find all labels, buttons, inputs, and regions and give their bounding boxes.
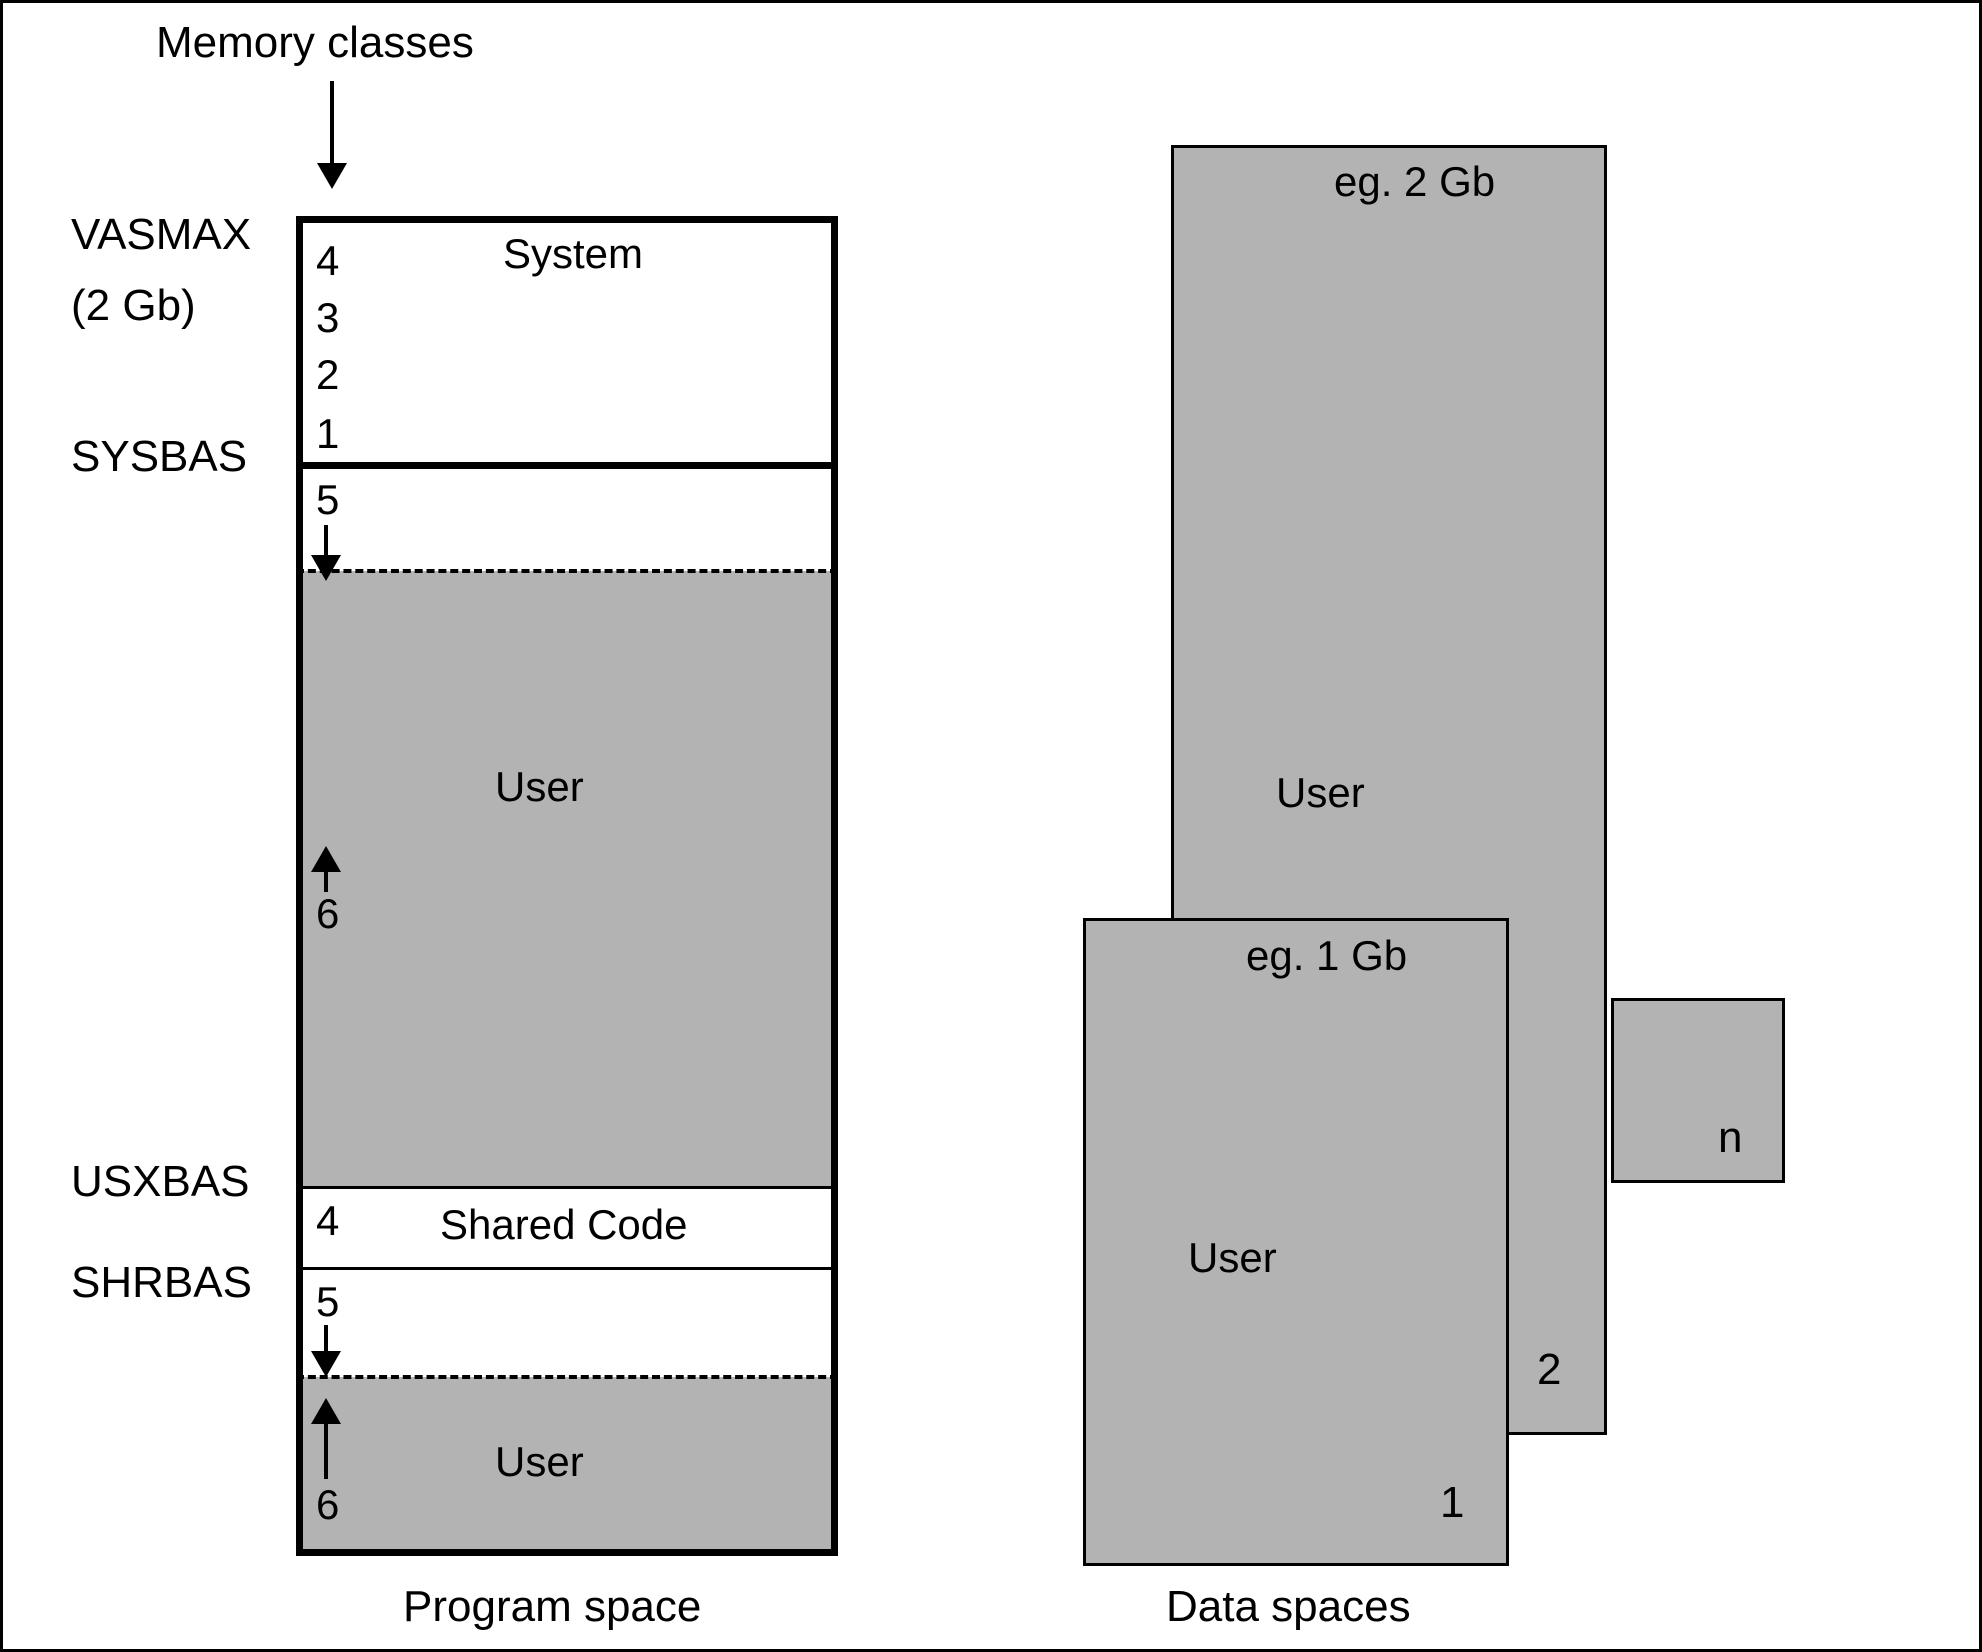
- memory-classes-arrow-shaft: [330, 81, 334, 171]
- region-shared-gap: [303, 1269, 831, 1377]
- divider-usxbas: [296, 1186, 838, 1189]
- divider-user-upper-dashed: [296, 569, 838, 573]
- caption-data-spaces: Data spaces: [1166, 1582, 1411, 1631]
- divider-user-lower-dashed: [296, 1375, 838, 1379]
- class5-system-gap-arrow-shaft: [324, 525, 328, 563]
- class6-user-upper-arrow-head: [311, 846, 341, 872]
- class5-shared-gap-arrow-head: [311, 1351, 341, 1377]
- region-shared-code: [303, 1188, 831, 1269]
- data-space-size-2gb: eg. 2 Gb: [1334, 158, 1496, 205]
- region-system-gap: [303, 472, 831, 571]
- region-label-user-upper: User: [495, 763, 584, 810]
- label-sysbas: SYSBAS: [71, 432, 248, 481]
- label-shrbas: SHRBAS: [71, 1258, 252, 1307]
- class-number-6-user-lower: 6: [316, 1481, 340, 1528]
- class5-system-gap-arrow-head: [311, 555, 341, 581]
- region-user-lower: [303, 1377, 831, 1549]
- class6-user-lower-arrow-shaft: [324, 1421, 328, 1479]
- class-number-4-shared-code: 4: [316, 1197, 340, 1244]
- data-space-box-1: [1083, 918, 1509, 1566]
- label-usxbas: USXBAS: [71, 1157, 250, 1206]
- label-vasmax: VASMAX: [71, 210, 252, 259]
- label-vasmax-size: (2 Gb): [71, 281, 196, 330]
- class-number-2-system: 2: [316, 351, 340, 398]
- divider-sysbas: [296, 462, 838, 469]
- class-number-5-system-gap: 5: [316, 476, 340, 523]
- divider-shrbas: [296, 1267, 838, 1270]
- class-number-3-system: 3: [316, 294, 340, 341]
- data-space-number-1: 1: [1440, 1478, 1465, 1527]
- data-space-box-n: [1611, 998, 1785, 1183]
- memory-classes-annotation: Memory classes: [156, 18, 474, 67]
- class-number-4-system: 4: [316, 237, 340, 284]
- data-space-user-label-1: User: [1188, 1234, 1277, 1281]
- caption-program-space: Program space: [403, 1582, 702, 1631]
- class5-shared-gap-arrow-shaft: [324, 1325, 328, 1359]
- class6-user-upper-arrow-shaft: [324, 869, 328, 892]
- region-label-system: System: [503, 230, 644, 277]
- region-system: [303, 223, 831, 462]
- data-space-number-2: 2: [1537, 1345, 1562, 1394]
- region-user-upper: [303, 571, 831, 1188]
- class-number-6-user-upper: 6: [316, 890, 340, 937]
- class-number-5-shared-gap: 5: [316, 1278, 340, 1325]
- class-number-1-system: 1: [316, 410, 340, 457]
- data-space-size-1gb: eg. 1 Gb: [1246, 932, 1408, 979]
- data-space-user-label-2: User: [1276, 769, 1365, 816]
- memory-classes-arrow-head: [317, 163, 347, 189]
- data-space-number-n: n: [1718, 1113, 1743, 1162]
- class6-user-lower-arrow-head: [311, 1398, 341, 1424]
- region-label-user-lower: User: [495, 1438, 584, 1485]
- region-label-shared-code: Shared Code: [440, 1201, 688, 1248]
